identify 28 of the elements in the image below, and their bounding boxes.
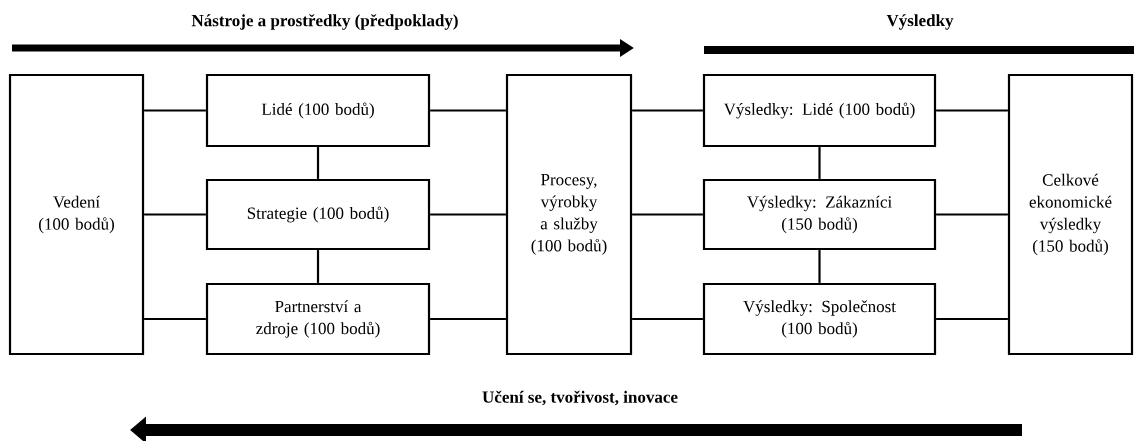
- box: Lidé (100 bodů): [205, 73, 431, 148]
- connector-line: [144, 109, 206, 112]
- connector-line: [936, 109, 1008, 112]
- connector-line: [144, 317, 206, 321]
- box: Vedení (100 bodů): [8, 73, 145, 356]
- heading: Učení se, tvořivost, inovace: [482, 390, 678, 406]
- connector-line: [316, 250, 320, 283]
- connector-line: [144, 213, 206, 216]
- connector-line: [818, 250, 821, 283]
- box: Strategie (100 bodů): [205, 178, 431, 251]
- connector-line: [818, 147, 821, 179]
- connector-line: [430, 109, 506, 112]
- box: Partnerství a zdroje (100 bodů): [205, 282, 431, 356]
- box: Celkové ekonomické výsledky (150 bodů): [1007, 73, 1134, 356]
- connector-line: [632, 213, 703, 216]
- heading: Výsledky: [886, 14, 954, 30]
- connector-line: [632, 317, 703, 321]
- box: Výsledky: Společnost (100 bodů): [702, 282, 937, 356]
- box: Výsledky: Zákazníci (150 bodů): [702, 178, 937, 251]
- connector-line: [430, 317, 506, 321]
- connector-line: [632, 109, 703, 112]
- connector-line: [316, 147, 320, 179]
- connector-line: [936, 317, 1008, 321]
- box: Výsledky: Lidé (100 bodů): [702, 73, 937, 148]
- box: Procesy, výrobky a služby (100 bodů): [505, 73, 633, 356]
- connector-line: [936, 213, 1008, 216]
- connector-line: [430, 213, 506, 216]
- heading: Nástroje a prostředky (předpoklady): [191, 14, 458, 30]
